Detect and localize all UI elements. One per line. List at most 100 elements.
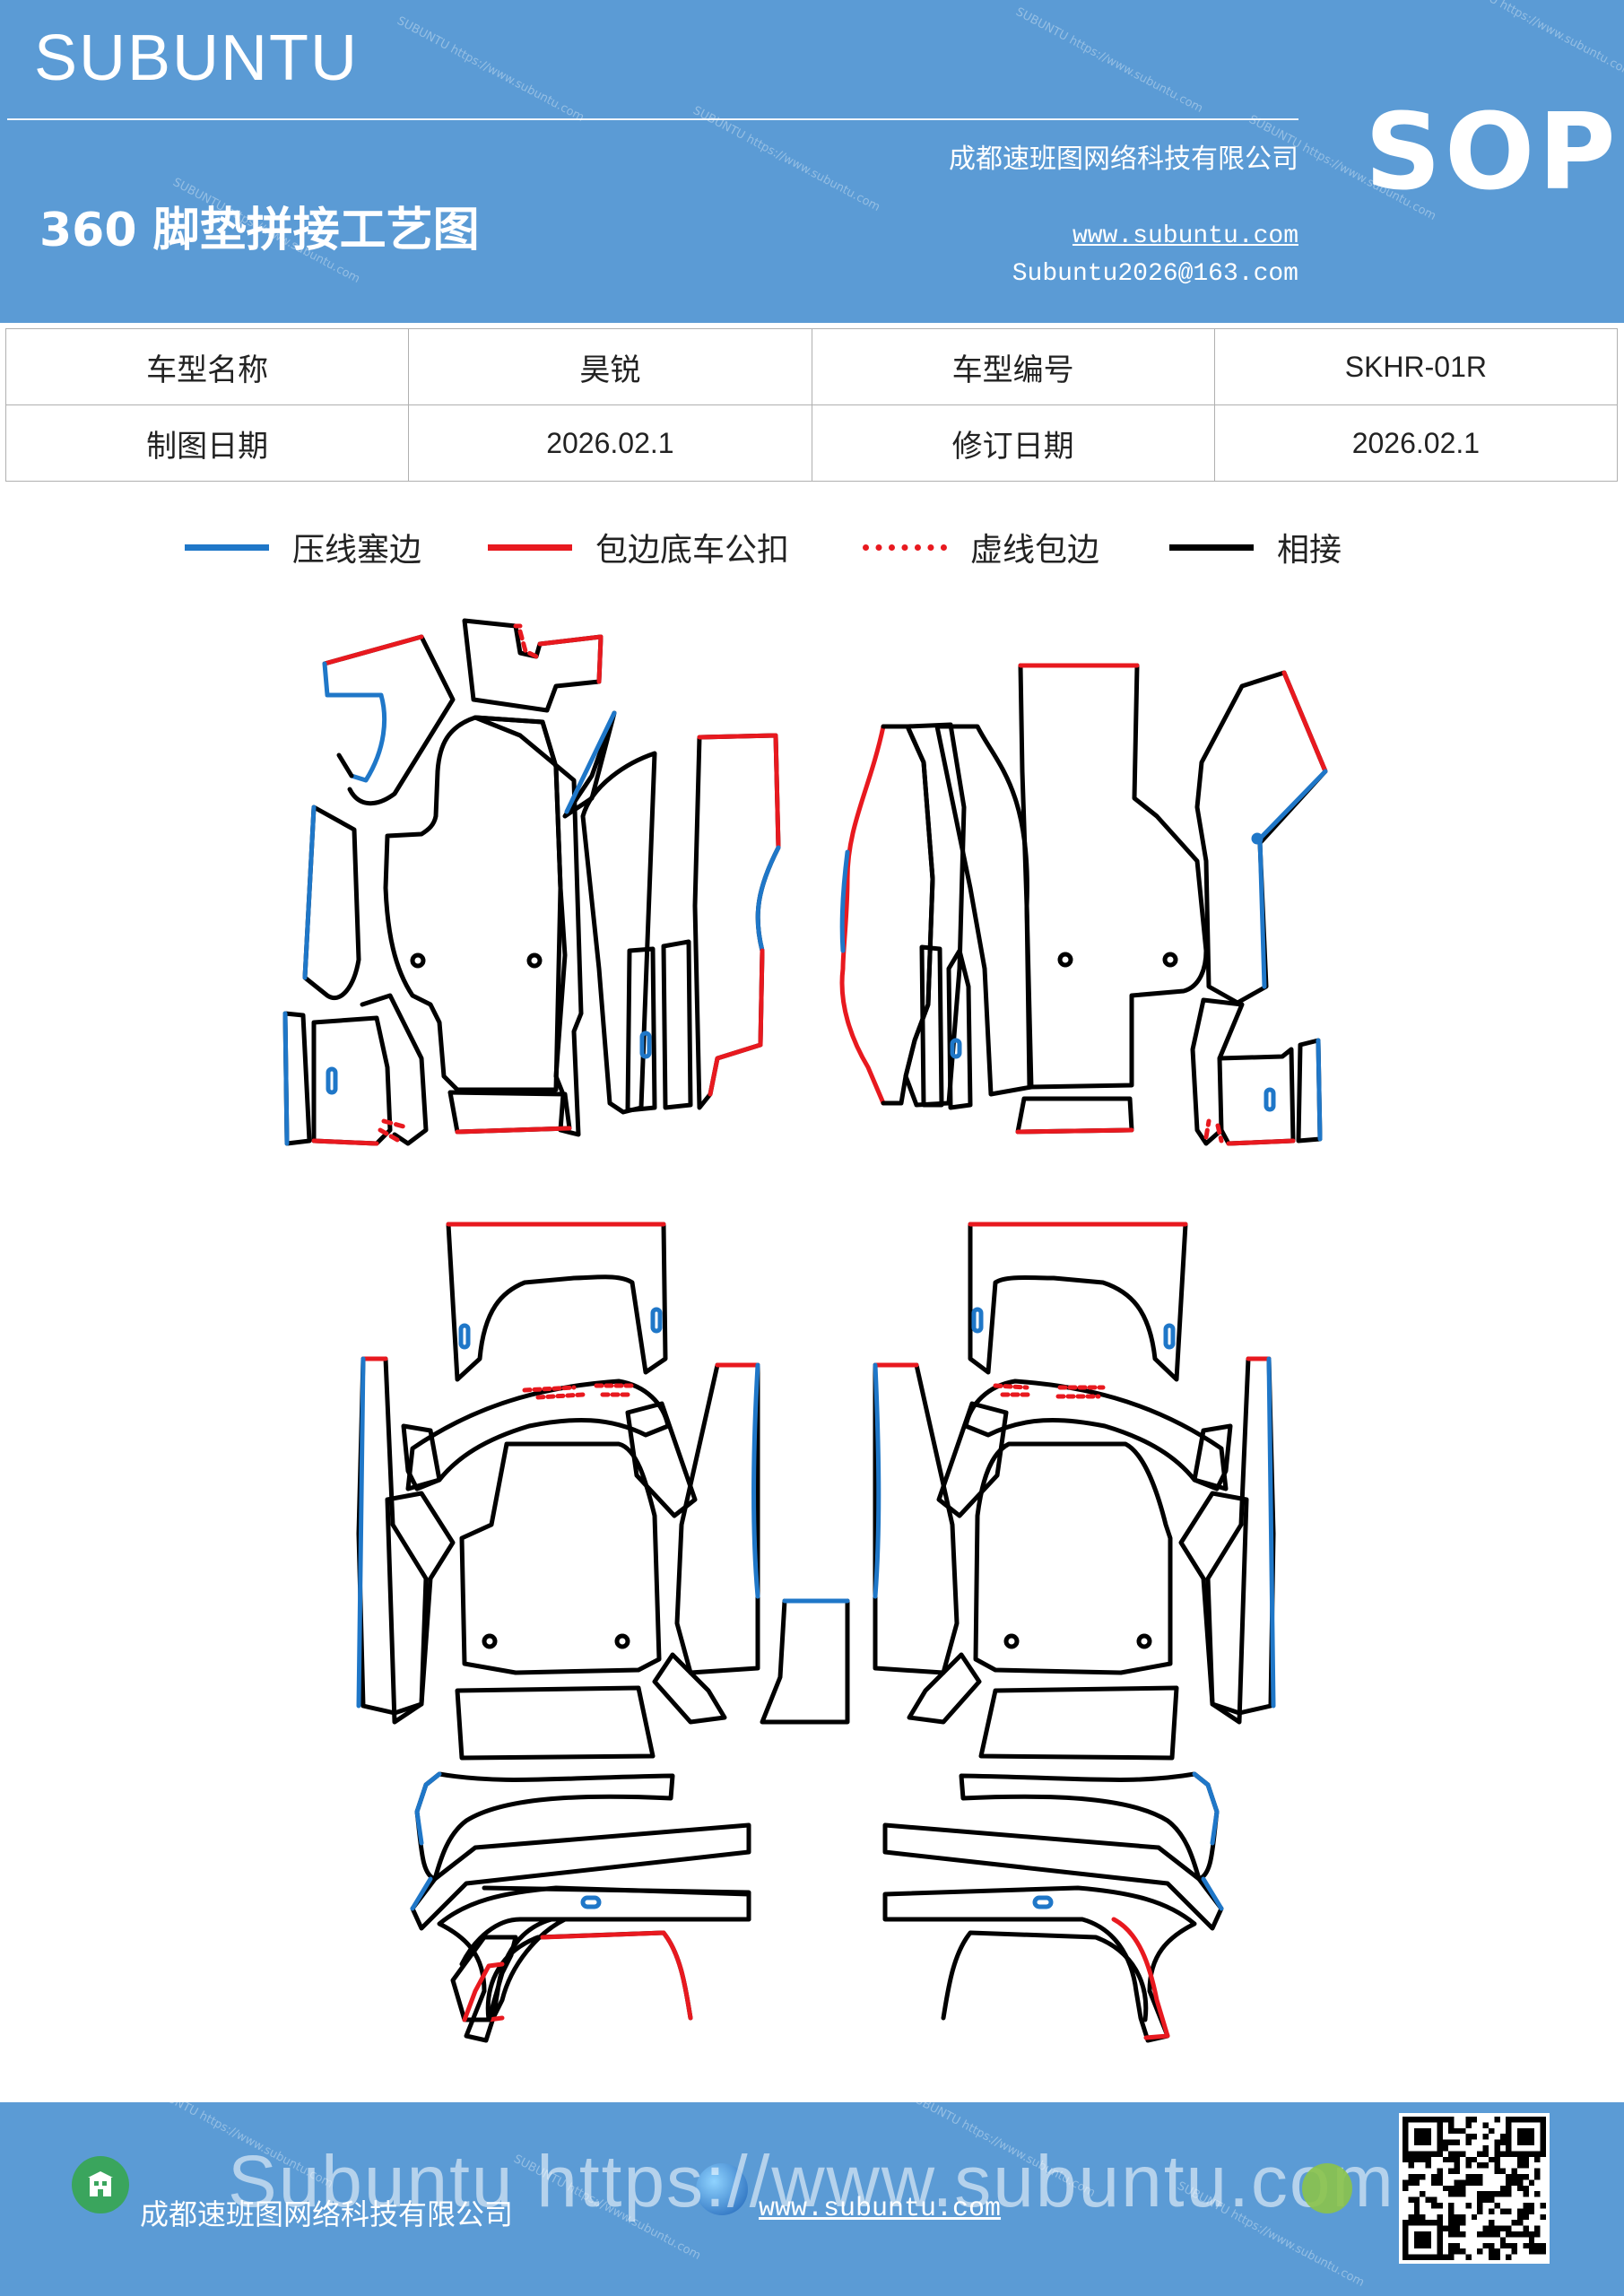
legend-swatch-red xyxy=(488,544,572,551)
header-email[interactable]: Subuntu2026@163.com xyxy=(1012,260,1298,288)
legend-swatch-black xyxy=(1169,544,1254,551)
pattern-piece xyxy=(760,1598,850,1725)
blue-edge xyxy=(755,845,781,953)
pattern-piece xyxy=(873,1362,960,1675)
blue-edge xyxy=(1316,1038,1323,1142)
red-dashed-edge xyxy=(513,623,539,659)
pattern-piece xyxy=(882,1885,1197,2043)
footer-website-link[interactable]: www.subuntu.com xyxy=(759,2194,1002,2224)
red-dashed-edge xyxy=(1203,1118,1224,1144)
red-edge xyxy=(708,948,765,1097)
pattern-piece xyxy=(401,1423,442,1492)
anchor-hole xyxy=(1057,952,1073,968)
footer-overlay-text: Subuntu https://www.subuntu.com xyxy=(228,2141,1395,2222)
pattern-piece xyxy=(674,1362,760,1675)
anchor-hole xyxy=(1162,952,1178,968)
red-edge xyxy=(1281,670,1328,774)
legend-item-dashed: 虚线包边 xyxy=(863,520,1099,574)
pattern-piece xyxy=(1018,663,1209,1090)
globe-icon xyxy=(696,2163,748,2215)
pattern-piece xyxy=(959,1771,1220,1882)
pattern-piece xyxy=(580,751,657,1115)
table-row: 车型名称 昊锐 车型编号 SKHR-01R xyxy=(4,328,1619,405)
red-dashed-edge xyxy=(378,1118,406,1144)
anchor-hole xyxy=(1136,1633,1152,1649)
pattern-piece xyxy=(1190,997,1245,1146)
pattern-piece xyxy=(410,1822,751,1931)
pattern-piece xyxy=(652,1652,727,1725)
red-edge xyxy=(1015,1127,1134,1135)
red-edge xyxy=(322,634,424,666)
pattern-piece xyxy=(907,1652,982,1725)
header-company: 成都速班图网络科技有限公司 xyxy=(949,144,1298,175)
blue-edge xyxy=(282,1011,290,1146)
legend-swatch-blue xyxy=(185,544,269,551)
pattern-piece xyxy=(968,1222,1188,1382)
watermark: SUBUNTU https://www.subuntu.com xyxy=(690,103,882,215)
wechat-icon xyxy=(1302,2163,1352,2213)
blue-edge xyxy=(302,804,317,980)
pattern-piece xyxy=(302,804,361,1000)
pattern-piece xyxy=(446,1222,668,1382)
floor-mat-pattern-diagram xyxy=(282,618,1328,2043)
pattern-piece xyxy=(322,634,456,806)
clip-slot xyxy=(950,1038,962,1059)
blue-edge xyxy=(1257,769,1328,989)
blue-edge xyxy=(1266,1356,1276,1709)
red-edge xyxy=(1111,1917,1170,2040)
pattern-piece xyxy=(336,752,354,778)
pattern-piece xyxy=(1192,1423,1233,1492)
blue-edge xyxy=(751,1362,760,1599)
clip-slot xyxy=(580,1895,602,1909)
pattern-piece xyxy=(447,1090,572,1135)
pattern-piece xyxy=(414,1771,675,1882)
legend-item-binding: 包边底车公扣 xyxy=(488,520,789,574)
front-right-mat-group xyxy=(839,663,1328,1146)
red-edge xyxy=(455,1126,572,1135)
clip-slot xyxy=(1264,1087,1276,1112)
footer-banner: SUBUNTU https://www.subuntu.com SUBUNTU … xyxy=(0,2102,1624,2296)
model-name-value: 昊锐 xyxy=(408,328,812,405)
clip-slot xyxy=(458,1323,471,1350)
red-edge xyxy=(1226,1138,1296,1146)
blue-edge xyxy=(1201,1876,1224,1911)
legend-item-joint: 相接 xyxy=(1169,520,1342,574)
red-edge xyxy=(537,634,604,684)
red-dashed-edge xyxy=(993,1383,1106,1399)
clip-slot xyxy=(650,1307,663,1334)
red-edge xyxy=(839,724,910,1106)
vehicle-info-table: 车型名称 昊锐 车型编号 SKHR-01R 制图日期 2026.02.1 修订日… xyxy=(4,328,1619,482)
pattern-piece xyxy=(462,618,604,713)
pattern-piece xyxy=(385,1491,456,1725)
pattern-piece xyxy=(459,1885,751,1967)
pattern-piece xyxy=(973,1441,1173,1675)
blue-edge xyxy=(839,849,850,953)
legend-swatch-red-dashed xyxy=(863,544,947,551)
red-edge xyxy=(311,1138,379,1146)
model-code-label: 车型编号 xyxy=(811,328,1215,405)
rear-left-mat-group xyxy=(356,1222,850,2043)
clip-slot xyxy=(639,1031,652,1059)
red-edge xyxy=(462,1961,505,2022)
pattern-piece xyxy=(978,1685,1179,1761)
pattern-piece xyxy=(491,1917,568,2021)
draw-date-value: 2026.02.1 xyxy=(408,404,812,482)
pattern-piece xyxy=(934,724,1034,1097)
building-icon xyxy=(72,2156,129,2213)
pattern-piece xyxy=(625,946,657,1113)
header-website-link[interactable]: www.subuntu.com xyxy=(1072,222,1298,250)
revise-date-label: 修订日期 xyxy=(811,404,1215,482)
blue-edge xyxy=(873,1362,881,1599)
pattern-piece xyxy=(941,1930,1149,2022)
qr-code[interactable] xyxy=(1399,2113,1550,2264)
header-banner: SUBUNTU https://www.subuntu.com SUBUNTU … xyxy=(0,0,1624,323)
anchor-hole xyxy=(614,1633,630,1649)
blue-edge xyxy=(356,1356,366,1709)
watermark: SUBUNTU https://www.subuntu.com xyxy=(1444,0,1624,81)
sop-badge: SOP xyxy=(1365,90,1620,213)
pattern-piece xyxy=(919,944,944,1108)
blue-edge xyxy=(564,710,617,814)
pattern-piece xyxy=(311,1015,393,1146)
pattern-piece xyxy=(450,1935,518,2022)
blue-edge xyxy=(322,661,387,783)
